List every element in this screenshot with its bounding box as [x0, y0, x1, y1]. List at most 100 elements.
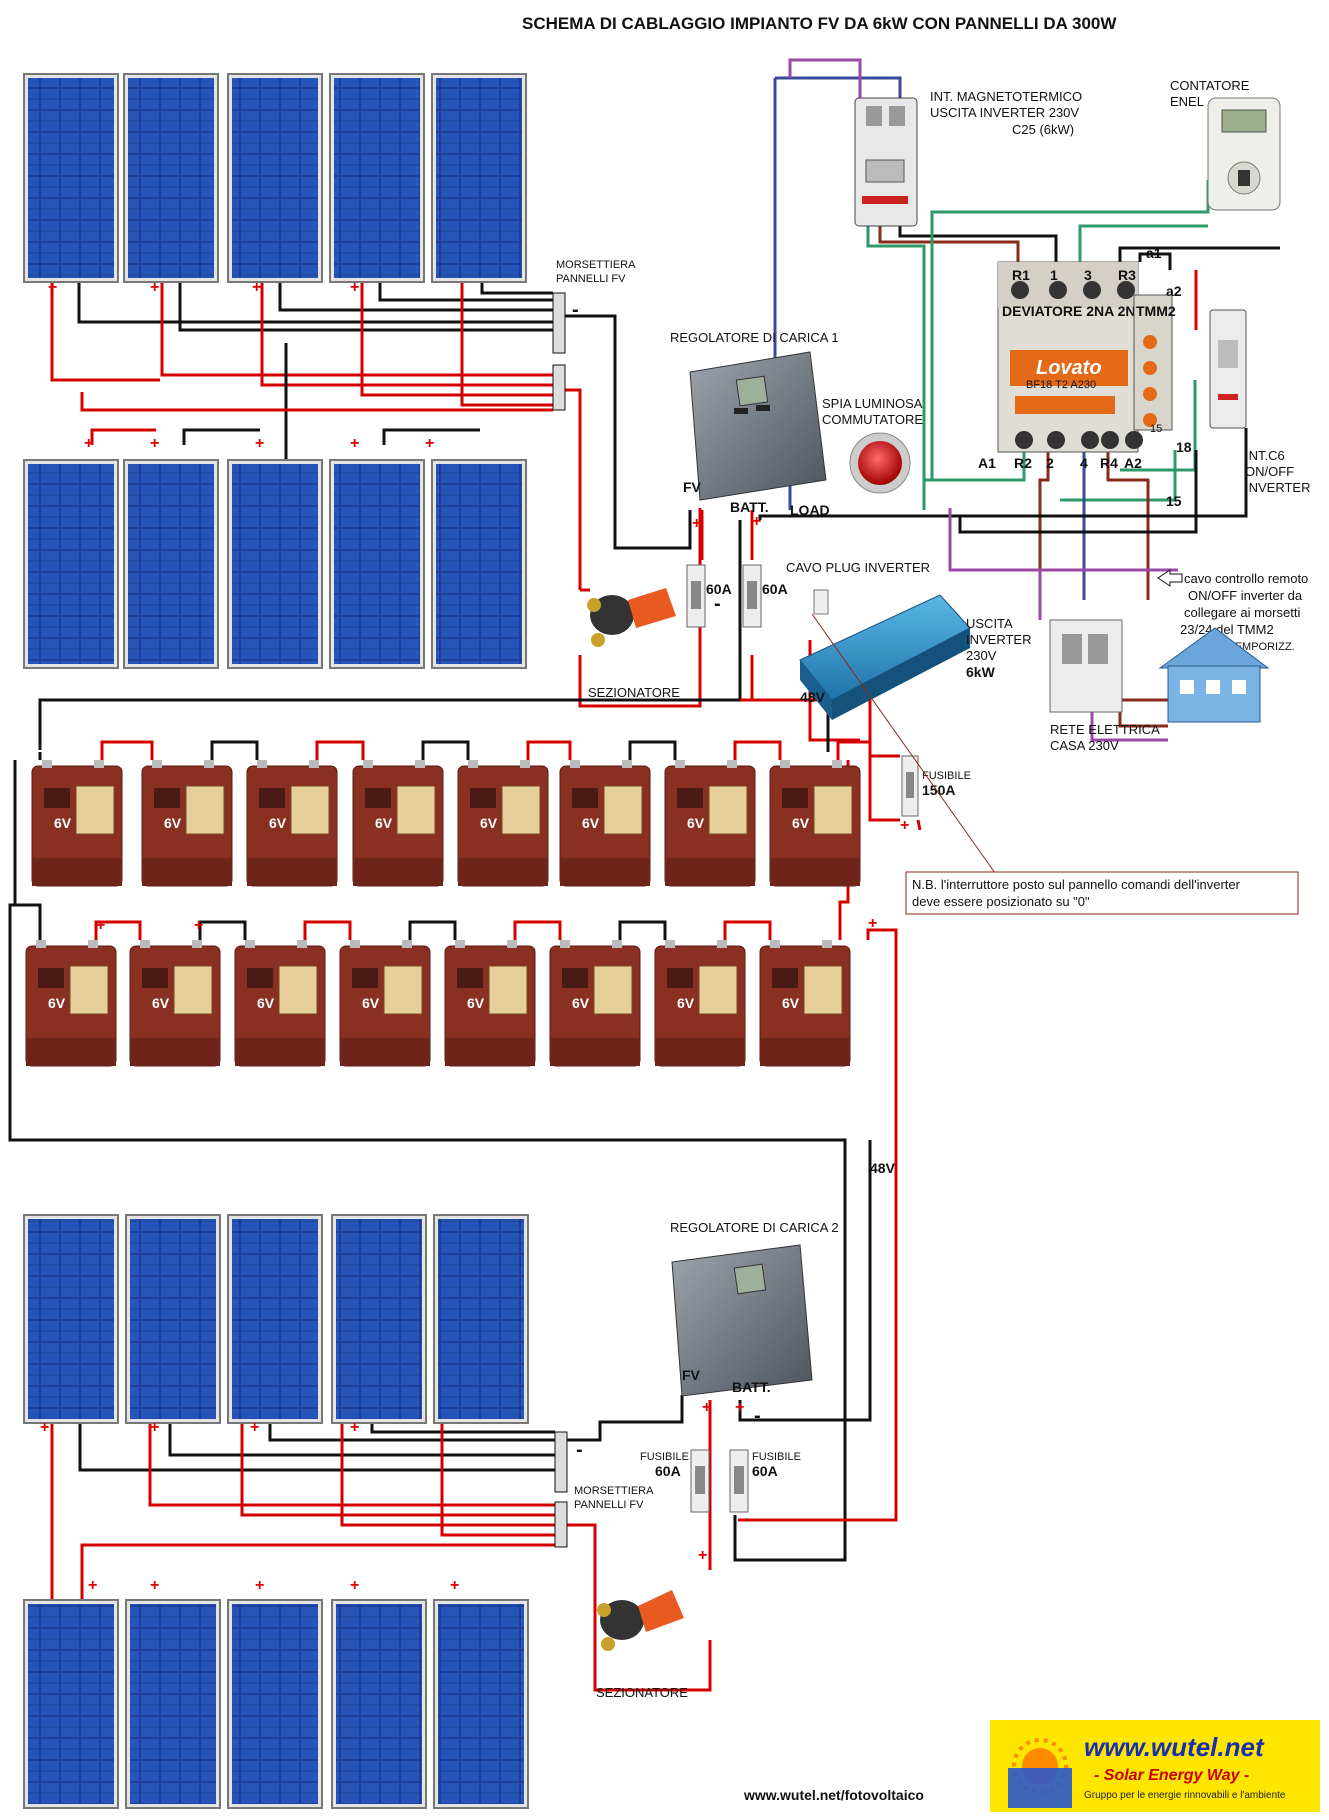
battery-6v: 6V: [25, 940, 117, 1067]
svg-text:MORSETTIERA: MORSETTIERA: [556, 259, 636, 271]
svg-text:23/24 del TMM2: 23/24 del TMM2: [1180, 622, 1274, 637]
sezionatore-top: SEZIONATORE: [587, 588, 680, 700]
plus-terminal: +: [88, 1577, 97, 1594]
svg-text:INT.C6: INT.C6: [1245, 448, 1285, 463]
wire: [240, 1420, 555, 1517]
svg-text:15: 15: [1166, 493, 1182, 509]
wire: [565, 314, 692, 550]
solar-panel: [433, 1599, 529, 1809]
battery-label: 6V: [792, 815, 810, 831]
battery-6v: 6V: [234, 940, 326, 1067]
solar-panel: [331, 1599, 427, 1809]
svg-text:SEZIONATORE: SEZIONATORE: [596, 1685, 688, 1700]
fuse-label: 60A: [762, 581, 788, 597]
battery-label: 6V: [54, 815, 72, 831]
terminal: [1081, 431, 1099, 449]
battery-6v: 6V: [654, 940, 746, 1067]
solar-panel: [23, 1599, 119, 1809]
battery-6v: 6V: [759, 940, 851, 1067]
battery-6v: 6V: [457, 760, 549, 887]
wire: [1118, 246, 1280, 262]
wire: [733, 740, 782, 760]
svg-text:FUSIBILE: FUSIBILE: [922, 770, 971, 782]
wire: [567, 1523, 712, 1692]
label-48v-bottom: 48V: [870, 1160, 896, 1176]
battery-6v: 6V: [31, 760, 123, 887]
terminal-label: R4: [1100, 455, 1118, 471]
terminal: [1125, 431, 1143, 449]
wire: [618, 920, 667, 940]
svg-text:FV: FV: [682, 1367, 701, 1383]
wire: [90, 428, 156, 445]
battery-6v: 6V: [246, 760, 338, 887]
svg-text:MORSETTIERA: MORSETTIERA: [574, 1485, 654, 1497]
svg-text:CASA 230V: CASA 230V: [1050, 738, 1119, 753]
wire: [315, 740, 365, 760]
plus-terminal: +: [692, 515, 701, 532]
solar-panel: [431, 73, 527, 283]
wire: [924, 452, 1026, 482]
svg-text:ENEL: ENEL: [1170, 94, 1204, 109]
svg-text:RETE ELETTRICA: RETE ELETTRICA: [1050, 722, 1160, 737]
battery-label: 6V: [362, 995, 380, 1011]
battery-6v: 6V: [769, 760, 861, 887]
battery-label: 6V: [782, 995, 800, 1011]
battery-label: 6V: [687, 815, 705, 831]
wire: [80, 1543, 555, 1600]
battery-label: 6V: [480, 815, 498, 831]
solar-panel: [431, 459, 527, 669]
battery-label: 6V: [152, 995, 170, 1011]
wire: [78, 1420, 555, 1472]
plus-terminal: +: [252, 279, 261, 296]
wire: [958, 450, 1198, 534]
solar-panel: [23, 459, 119, 669]
svg-text:BATT.: BATT.: [730, 499, 769, 515]
minus-terminal: -: [754, 1405, 761, 1427]
battery-label: 6V: [375, 815, 393, 831]
wire: [526, 740, 572, 760]
svg-text:BATT.: BATT.: [732, 1379, 771, 1395]
wire: [1090, 712, 1168, 742]
solar-panel: [23, 1214, 119, 1424]
svg-text:LOAD: LOAD: [790, 502, 830, 518]
charge-controller-2: REGOLATORE DI CARICA 2 FV BATT.: [670, 1220, 839, 1397]
fuse-label: 60A: [655, 1463, 681, 1479]
plus-terminal: +: [752, 513, 761, 530]
plus-terminal: +: [698, 1547, 707, 1564]
wire: [738, 928, 898, 1522]
battery-6v: 6V: [444, 940, 536, 1067]
plus-terminal: +: [194, 917, 203, 934]
fuse-150a: FUSIBILE 150A: [901, 755, 971, 817]
solar-panel: [125, 1599, 221, 1809]
charge-controller-1: REGOLATORE DI CARICA 1 FV BATT. LOAD: [670, 330, 839, 518]
svg-text:-: -: [576, 1439, 583, 1461]
terminal: [1101, 431, 1119, 449]
battery-6v: 6V: [664, 760, 756, 887]
battery-6v: 6V: [559, 760, 651, 887]
wire: [210, 740, 259, 760]
wire: [278, 282, 553, 312]
solar-panels: [23, 73, 529, 1809]
battery-6v: 6V: [339, 940, 431, 1067]
plus-terminal: +: [48, 279, 57, 296]
sezionatore-bottom: SEZIONATORE: [596, 1590, 688, 1700]
terminal-label: 2: [1046, 455, 1054, 471]
svg-text:C25 (6kW): C25 (6kW): [1012, 122, 1074, 137]
nb-note: N.B. l'interruttore posto sul pannello c…: [811, 613, 1299, 915]
terminal-label: R2: [1014, 455, 1032, 471]
svg-text:Lovato: Lovato: [1036, 357, 1102, 379]
fuse-label: 60A: [706, 581, 732, 597]
svg-text:ON/OFF: ON/OFF: [1245, 464, 1294, 479]
wires: [8, 58, 1280, 1692]
morsettiera-bottom: MORSETTIERA PANNELLI FV -: [554, 1431, 654, 1548]
wire: [440, 1420, 555, 1537]
polarity-marks: +++++++++++++++++++++++++++++--: [40, 279, 909, 1594]
svg-text:INVERTER: INVERTER: [1245, 480, 1311, 495]
wire: [738, 1140, 872, 1422]
svg-text:ON/OFF inverter da: ON/OFF inverter da: [1188, 588, 1303, 603]
wire: [1038, 452, 1050, 600]
svg-text:CONTATORE: CONTATORE: [1170, 78, 1250, 93]
footer-url[interactable]: www.wutel.net/fotovoltaico: [743, 1787, 924, 1803]
